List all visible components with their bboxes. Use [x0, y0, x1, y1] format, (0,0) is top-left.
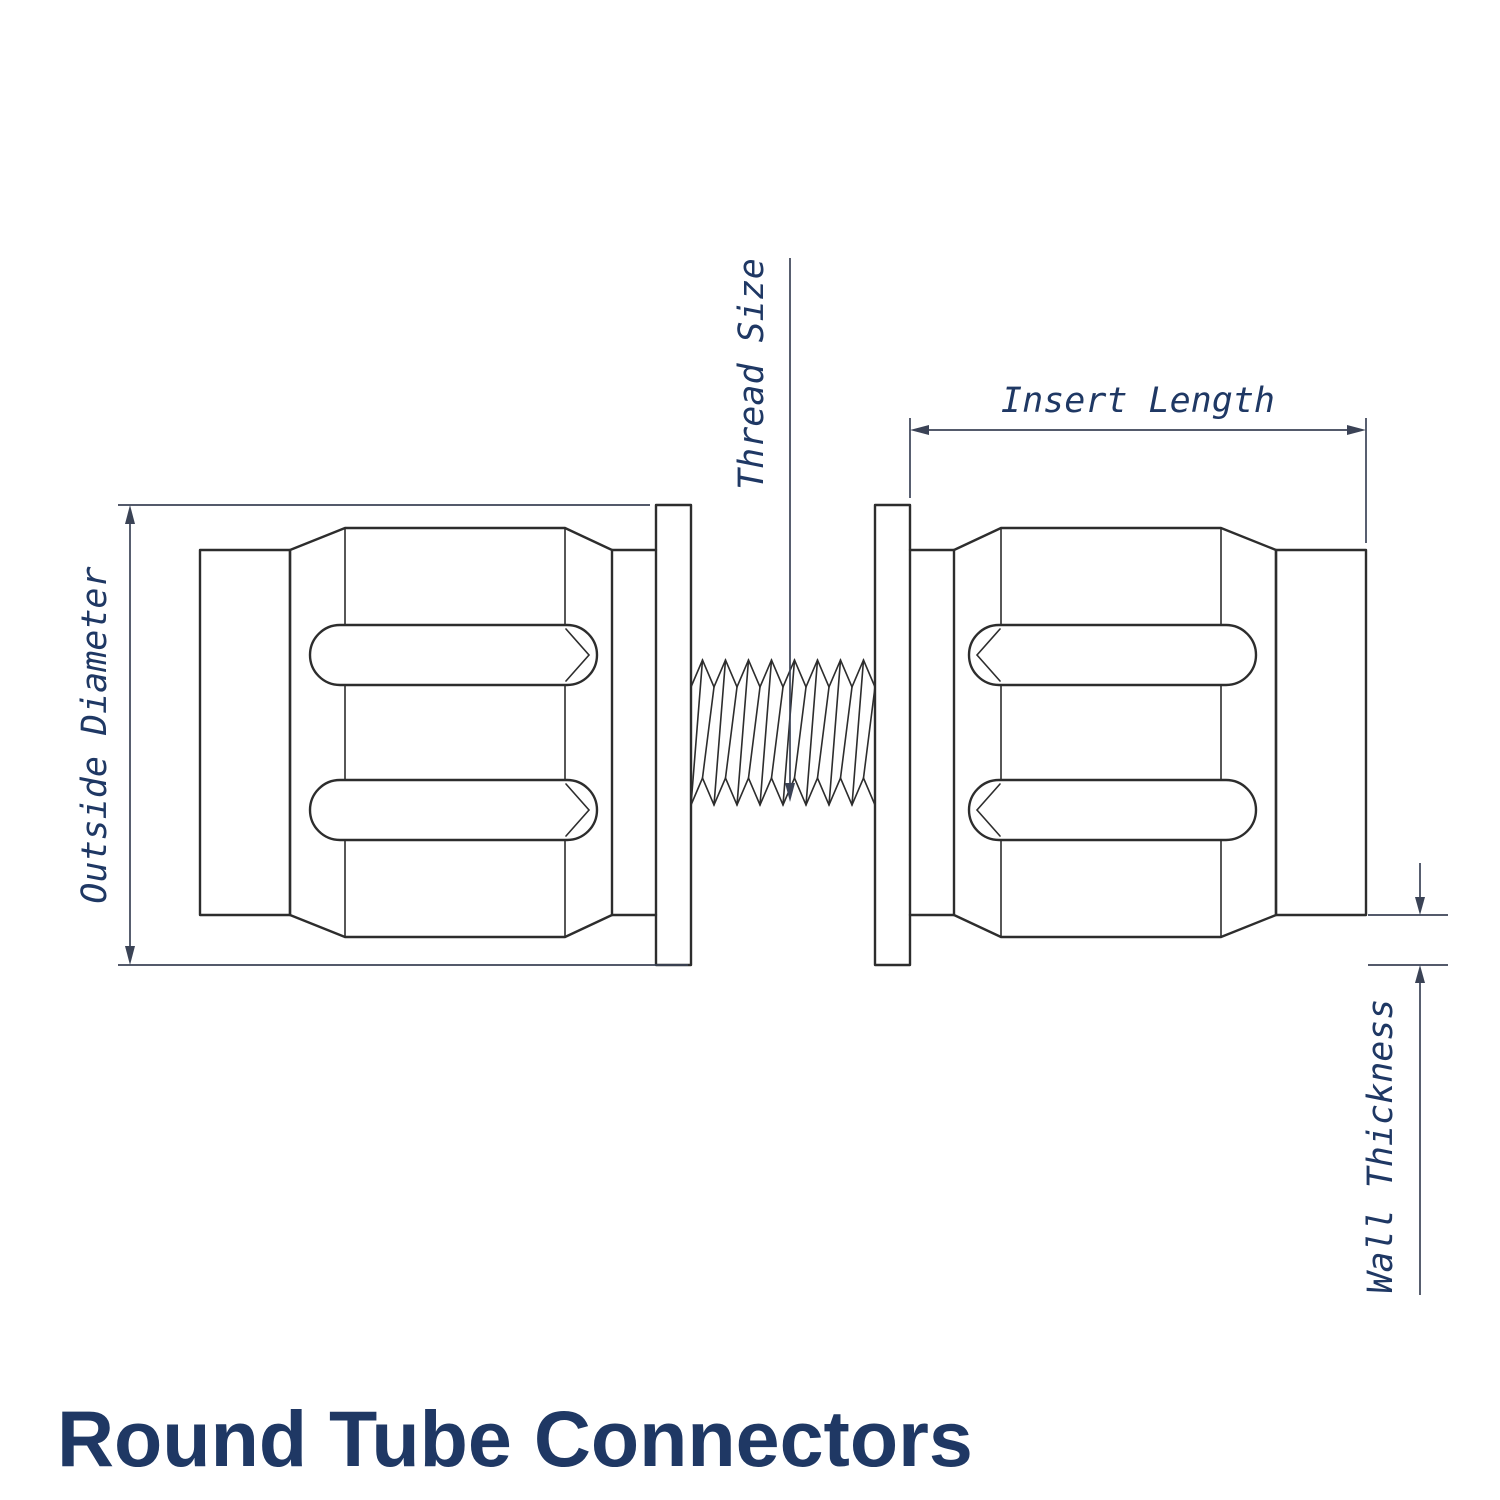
upper-slot-point [565, 628, 591, 682]
thread-size-dimension: Thread Size [732, 258, 795, 802]
arrow-up-icon [1415, 965, 1425, 983]
arrow-down-icon [785, 783, 795, 802]
diagram-title: Round Tube Connectors [57, 1394, 973, 1483]
arrow-down-icon [125, 946, 135, 965]
outside-diameter-dimension: Outside Diameter [75, 504, 688, 966]
insert-length-dimension: Insert Length [909, 381, 1367, 543]
arrow-down-icon [1415, 897, 1425, 915]
lower-slot-point [565, 783, 591, 837]
arrow-left-icon [910, 425, 929, 435]
thread-top-profile [690, 657, 876, 690]
thread-size-label: Thread Size [732, 258, 772, 490]
left-connector [198, 503, 693, 967]
upper-expansion-slot [308, 623, 599, 687]
right-connector [873, 503, 1368, 967]
arrow-up-icon [125, 505, 135, 524]
lower-expansion-slot [308, 778, 599, 842]
arrow-right-icon [1347, 425, 1366, 435]
outside-diameter-label: Outside Diameter [75, 566, 115, 903]
connector-body [288, 526, 614, 939]
insert-length-label: Insert Length [1001, 381, 1275, 421]
thread-flank-lines [690, 659, 876, 806]
wall-thickness-dimension: Wall Thickness [1361, 863, 1448, 1295]
threaded-stud [690, 657, 876, 808]
end-cap [198, 548, 292, 917]
wall-thickness-label: Wall Thickness [1361, 998, 1401, 1293]
flange [654, 503, 693, 967]
